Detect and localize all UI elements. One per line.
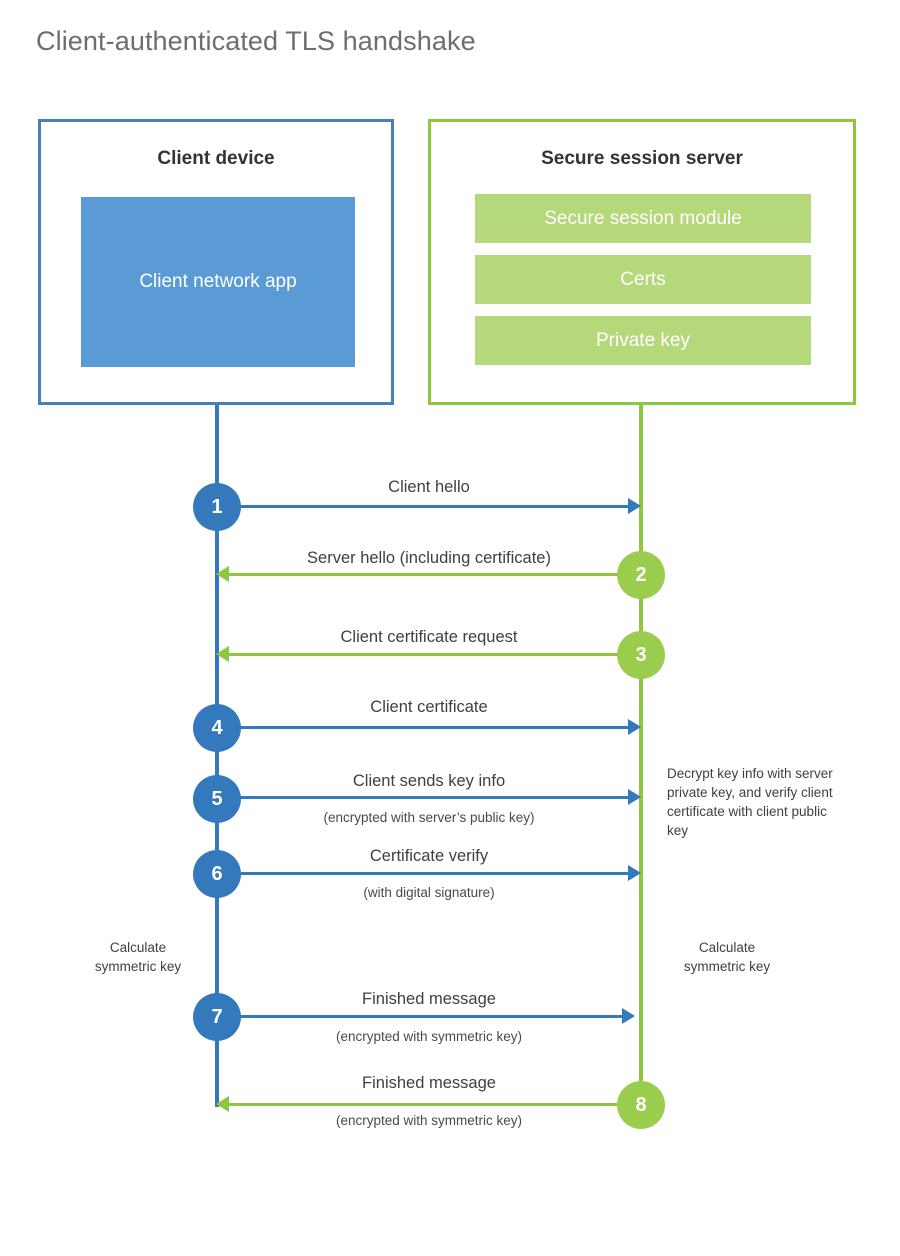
step-3-arrow-line	[228, 653, 641, 656]
step-4-label: Client certificate	[370, 698, 488, 716]
step-7-circle: 7	[193, 993, 241, 1041]
step-4-arrow-line	[217, 726, 628, 729]
server-calculate-symmetric-key-annotation: Calculate symmetric key	[683, 940, 771, 975]
step-1-label: Client hello	[388, 478, 470, 496]
step-4-arrow-head-right-icon	[628, 719, 641, 735]
server-component-private-key: Private key	[475, 316, 811, 365]
client-device-title: Client device	[157, 148, 275, 169]
step-6-sublabel: (with digital signature)	[363, 885, 495, 900]
server-components-list: Secure session module Certs Private key	[475, 194, 811, 377]
step-1-circle: 1	[193, 483, 241, 531]
step-8-arrow-line	[228, 1103, 641, 1106]
step-2-label: Server hello (including certificate)	[307, 549, 551, 567]
step-7-arrow-head-right-icon	[622, 1008, 635, 1024]
step-2-arrow-head-left-icon	[216, 566, 229, 582]
step-5-circle: 5	[193, 775, 241, 823]
step-4-circle: 4	[193, 704, 241, 752]
step-6-arrow-head-right-icon	[628, 865, 641, 881]
server-component-secure-session-module: Secure session module	[475, 194, 811, 243]
client-network-app-block: Client network app	[81, 197, 355, 367]
step-5-arrow-line	[217, 796, 628, 799]
page-title: Client-authenticated TLS handshake	[36, 26, 476, 56]
client-calculate-symmetric-key-annotation: Calculate symmetric key	[94, 940, 182, 975]
step-3-arrow-head-left-icon	[216, 646, 229, 662]
step-7-arrow-line	[217, 1015, 622, 1018]
secure-session-server-title: Secure session server	[541, 148, 743, 169]
secure-session-server-box: Secure session server Secure session mod…	[428, 119, 856, 405]
server-lifeline	[639, 405, 643, 1105]
server-decrypt-annotation: Decrypt key info with server private key…	[667, 766, 833, 839]
step-8-label: Finished message	[362, 1074, 496, 1092]
step-2-arrow-line	[228, 573, 641, 576]
step-6-circle: 6	[193, 850, 241, 898]
step-2-circle: 2	[617, 551, 665, 599]
step-6-arrow-line	[217, 872, 628, 875]
step-8-sublabel: (encrypted with symmetric key)	[335, 1113, 523, 1128]
step-6-label: Certificate verify	[369, 847, 489, 865]
server-component-certs: Certs	[475, 255, 811, 304]
step-3-label: Client certificate request	[340, 628, 518, 646]
step-5-label: Client sends key info	[352, 772, 506, 790]
step-8-circle: 8	[617, 1081, 665, 1129]
step-8-arrow-head-left-icon	[216, 1096, 229, 1112]
step-7-sublabel: (encrypted with symmetric key)	[335, 1029, 523, 1044]
client-lifeline	[215, 405, 219, 1107]
step-1-arrow-head-right-icon	[628, 498, 641, 514]
client-device-box: Client device Client network app	[38, 119, 394, 405]
step-1-arrow-line	[217, 505, 628, 508]
step-7-label: Finished message	[362, 990, 496, 1008]
step-5-sublabel: (encrypted with server’s public key)	[323, 810, 535, 825]
step-3-circle: 3	[617, 631, 665, 679]
step-5-arrow-head-right-icon	[628, 789, 641, 805]
